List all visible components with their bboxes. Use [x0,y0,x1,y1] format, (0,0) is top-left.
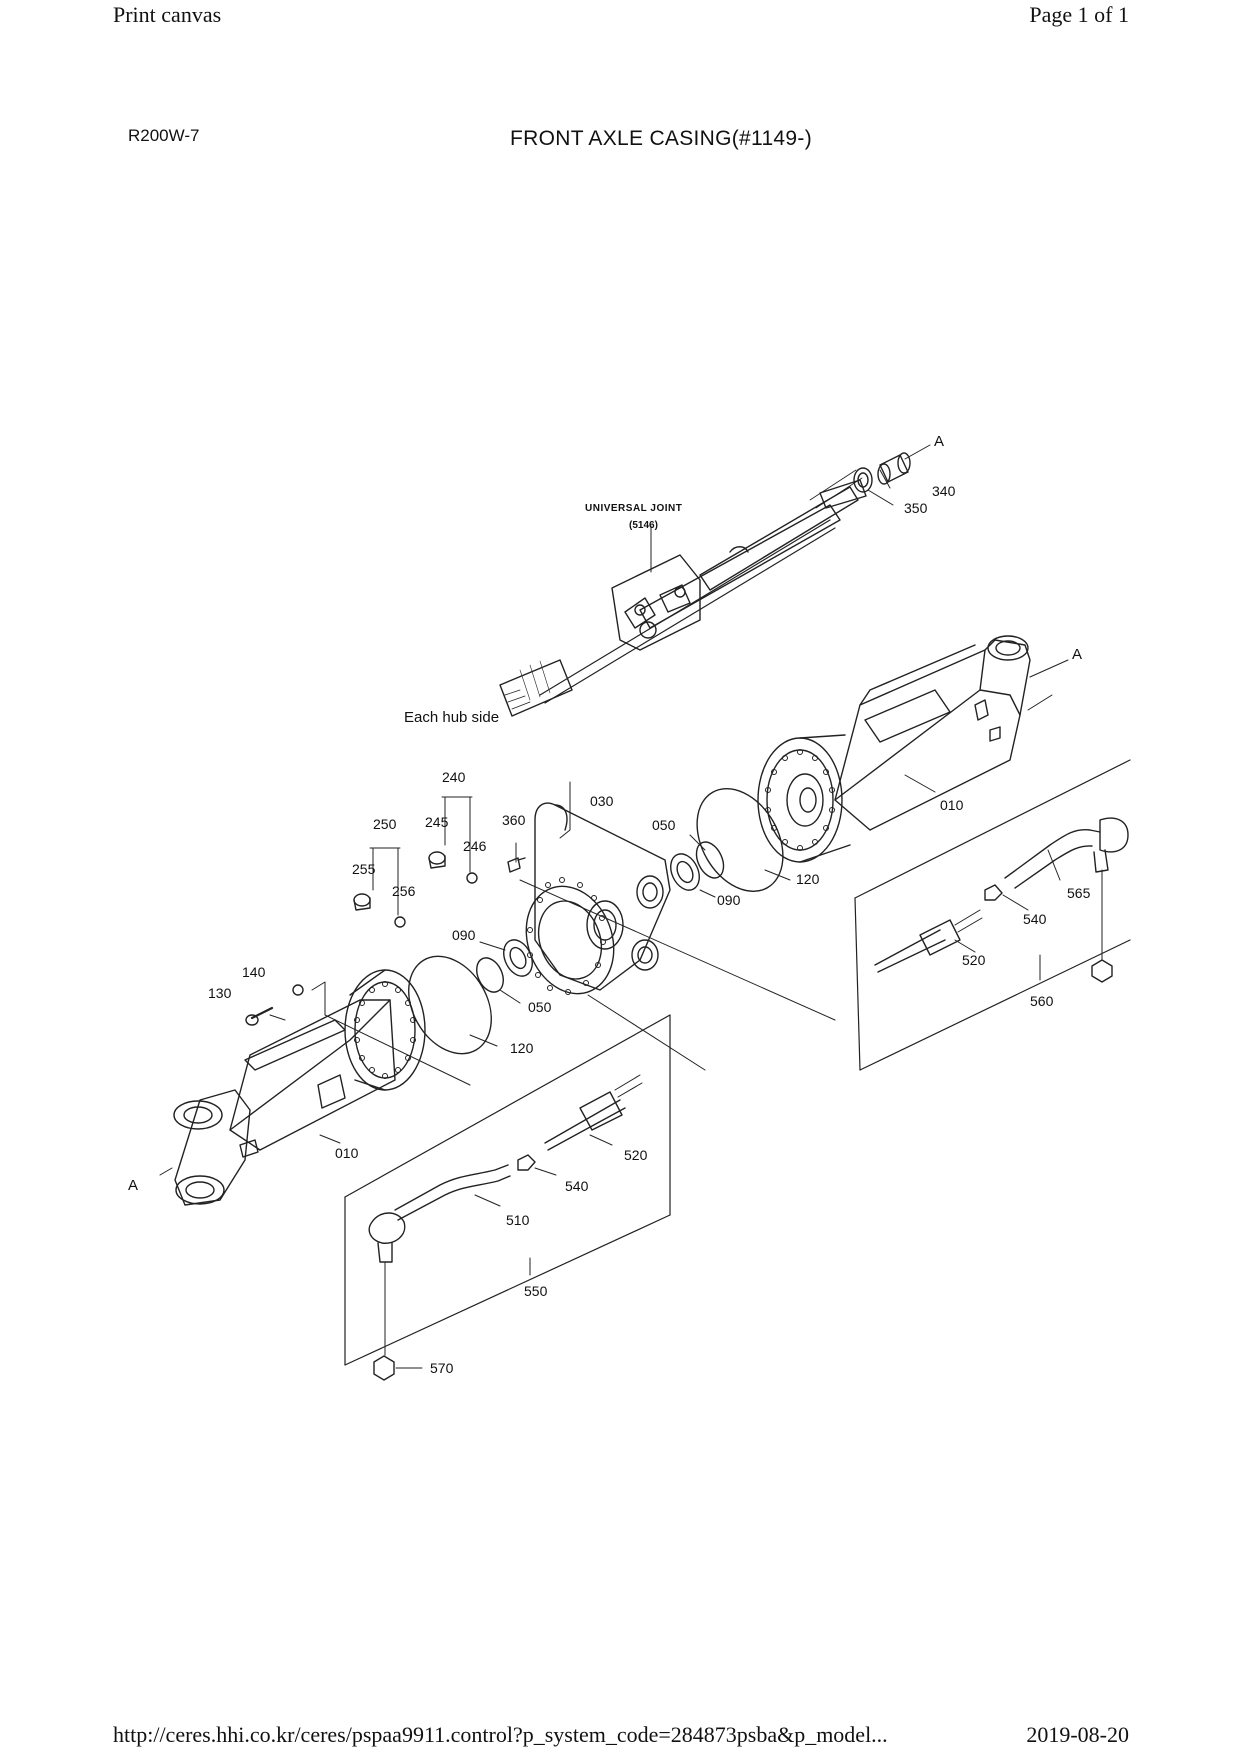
print-header-left: Print canvas [113,2,222,27]
universal-joint-label: UNIVERSAL JOINT [585,503,682,514]
flange-bolt-holes-center [527,877,606,995]
part-140: 140 [242,964,266,980]
reference-a-left: A [128,1177,138,1194]
part-540-left: 540 [565,1178,589,1194]
part-520-left: 520 [624,1147,648,1163]
part-510: 510 [506,1212,530,1228]
tie-rod-520-left [544,1074,643,1151]
center-housing-030 [525,802,671,995]
page-title: FRONT AXLE CASING(#1149-) [510,127,812,150]
leader-lines [159,444,1069,1369]
bearing-090-lower [503,939,533,977]
tie-rod-520-right [874,909,983,973]
part-number-callouts: 340 350 010 030 240 245 246 360 250 255 … [208,483,1091,1376]
reference-a-right: A [1072,646,1082,663]
o-ring-256 [394,916,406,928]
page-indicator: Page 1 of 1 [1029,2,1129,27]
part-050-upper: 050 [652,817,676,833]
part-360: 360 [502,812,526,828]
print-date: 2019-08-20 [1026,1722,1129,1747]
part-090-upper: 090 [717,892,741,908]
nut-right [1091,959,1113,983]
part-130: 130 [208,985,232,1001]
source-url: http://ceres.hhi.co.kr/ceres/pspaa9911.c… [113,1722,888,1747]
nut-540-right [984,884,1003,901]
o-ring-050-lower [476,957,504,993]
nut-540-left [517,1154,536,1171]
part-540-right: 540 [1023,911,1047,927]
bushing-340 [877,452,911,485]
part-560: 560 [1030,993,1054,1009]
part-120-lower: 120 [510,1040,534,1056]
part-256: 256 [392,883,416,899]
washer-140 [292,984,304,996]
part-245: 245 [425,814,449,830]
bearing-090-upper [670,853,700,891]
part-350: 350 [904,500,928,516]
seal-350 [853,467,873,493]
universal-joint-shaft [499,469,867,717]
fitting-245 [428,851,446,869]
bolt-130 [245,1006,274,1026]
axle-casing-right [757,635,1031,863]
model-code: R200W-7 [128,126,200,145]
part-090-lower: 090 [452,927,476,943]
part-240: 240 [442,769,466,785]
tie-rod-box-left [344,1014,671,1366]
part-520-right: 520 [962,952,986,968]
o-ring-246 [466,872,478,884]
part-570: 570 [430,1360,454,1376]
o-ring-120-upper [696,788,784,892]
o-ring-050-upper [695,841,725,879]
fitting-255 [353,893,371,911]
part-565: 565 [1067,885,1091,901]
flange-bolt-holes-left [354,981,416,1079]
plug-360 [507,857,526,873]
tie-rod-510 [368,1164,511,1263]
universal-joint-code: (5146) [629,520,658,531]
tie-rod-box-right [854,759,1131,1071]
part-050-lower: 050 [528,999,552,1015]
hub-side-note: Each hub side [404,709,499,726]
part-340: 340 [932,483,956,499]
part-010-left: 010 [335,1145,359,1161]
part-255: 255 [352,861,376,877]
part-120-upper: 120 [796,871,820,887]
part-030: 030 [590,793,614,809]
axle-casing-left [173,969,426,1206]
reference-a-top: A [934,433,944,450]
part-550: 550 [524,1283,548,1299]
nut-570 [373,1355,395,1381]
part-246: 246 [463,838,487,854]
part-010-right: 010 [940,797,964,813]
tie-rod-end-565 [1004,817,1129,889]
part-250: 250 [373,816,397,832]
o-ring-120-lower [408,955,492,1055]
flange-bolt-holes-right [765,749,835,851]
